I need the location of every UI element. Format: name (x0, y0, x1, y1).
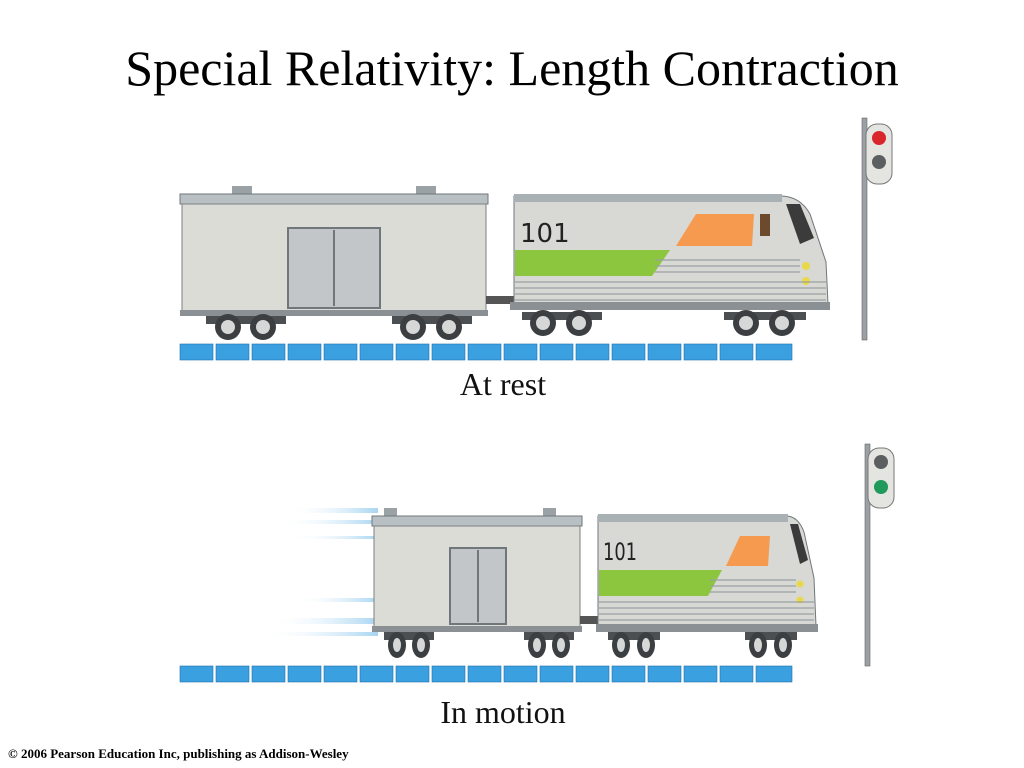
copyright-notice: © 2006 Pearson Education Inc, publishing… (8, 746, 349, 761)
locomotive-at-rest: 101 (510, 194, 830, 310)
caption-in-motion: In motion (440, 694, 566, 730)
locomotive-wheels-at-rest (522, 310, 806, 336)
boxcar-in-motion (371, 508, 600, 632)
signal-green-light (872, 155, 886, 169)
locomotive-number-in-motion: 101 (603, 538, 637, 566)
track-at-rest (179, 343, 793, 361)
locomotive-number-at-rest: 101 (520, 219, 570, 249)
train-in-motion: 101 (179, 443, 895, 683)
train-at-rest: 101 (179, 117, 893, 361)
caption-at-rest: At rest (459, 366, 547, 402)
slide-title: Special Relativity: Length Contraction (125, 40, 899, 96)
signal-in-motion (864, 443, 895, 667)
boxcar-wheels-in-motion (384, 632, 574, 658)
motion-streaks (262, 508, 378, 636)
signal-green-light (874, 480, 888, 494)
signal-red-light (874, 455, 888, 469)
track-in-motion (179, 665, 793, 683)
boxcar-wheels-at-rest (206, 314, 472, 340)
locomotive-wheels-in-motion (608, 632, 797, 658)
locomotive-in-motion: 101 (596, 514, 818, 632)
boxcar-at-rest (179, 186, 516, 316)
signal-at-rest (861, 117, 893, 341)
signal-red-light (872, 131, 886, 145)
